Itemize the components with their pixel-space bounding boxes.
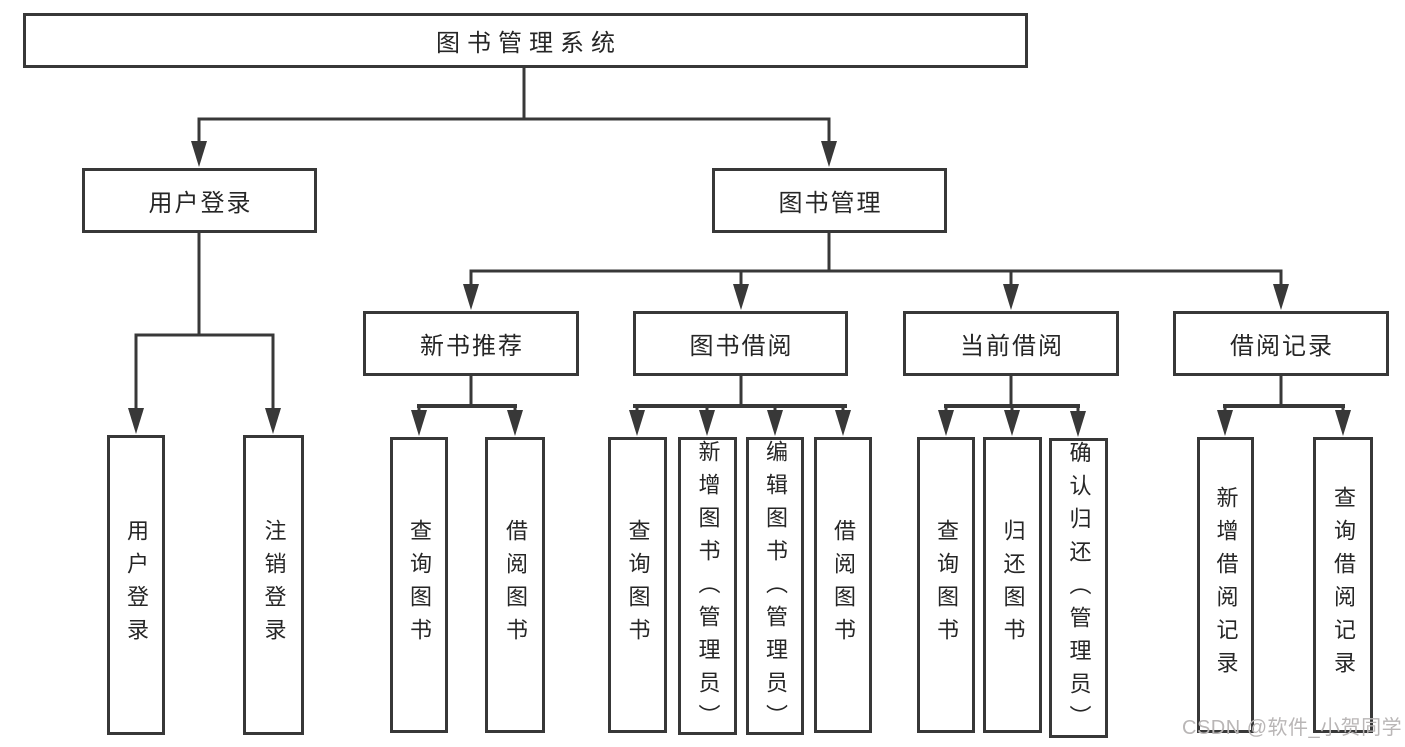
leaf-borrowing-borrow-books: 借阅图书 — [814, 437, 872, 733]
leaf-add-borrow-record: 新增借阅记录 — [1197, 437, 1254, 733]
leaf-user-login: 用户登录 — [107, 435, 165, 735]
csdn-watermark: CSDN @软件_小贺同学 — [1182, 717, 1403, 739]
leaf-borrowing-query-books: 查询图书 — [608, 437, 667, 733]
leaf-logout: 注销登录 — [243, 435, 304, 735]
node-book-borrowing: 图书借阅 — [633, 311, 848, 376]
leaf-return-books: 归还图书 — [983, 437, 1042, 733]
node-library-management-system: 图书管理系统 — [23, 13, 1028, 68]
node-book-management: 图书管理 — [712, 168, 947, 233]
node-current-borrowing: 当前借阅 — [903, 311, 1119, 376]
node-new-book-recommendation: 新书推荐 — [363, 311, 579, 376]
leaf-query-borrow-record: 查询借阅记录 — [1313, 437, 1373, 733]
leaf-confirm-return-admin: 确认归还（管理员） — [1049, 438, 1108, 738]
leaf-add-books-admin: 新增图书（管理员） — [678, 437, 737, 737]
leaf-current-query-books: 查询图书 — [917, 437, 975, 733]
leaf-recommend-query-books: 查询图书 — [390, 437, 448, 733]
node-borrowing-records: 借阅记录 — [1173, 311, 1389, 376]
node-user-login: 用户登录 — [82, 168, 317, 233]
leaf-recommend-borrow-books: 借阅图书 — [485, 437, 545, 733]
leaf-edit-books-admin: 编辑图书（管理员） — [746, 437, 804, 737]
